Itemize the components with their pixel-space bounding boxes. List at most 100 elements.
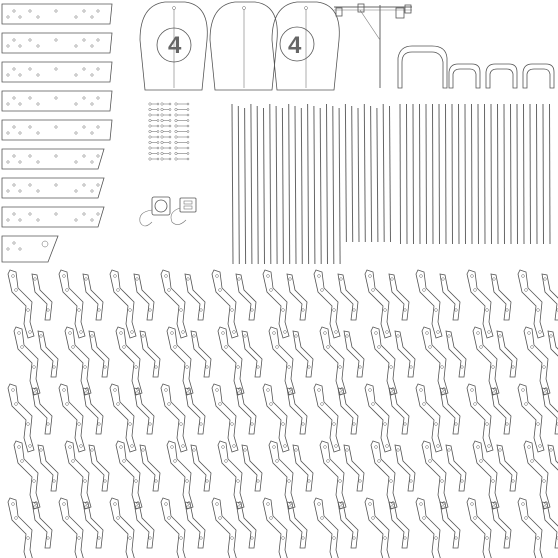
lever-link	[496, 444, 518, 492]
lever-link	[160, 269, 188, 339]
rod	[351, 105, 354, 243]
bolt	[174, 124, 190, 128]
rod	[445, 103, 447, 245]
lever-link	[439, 273, 461, 321]
rail-plate	[1, 119, 113, 141]
rod	[438, 103, 440, 245]
lever-link	[517, 269, 545, 339]
rod	[451, 103, 453, 245]
lever-link	[472, 326, 500, 396]
lever-link	[394, 444, 416, 492]
lever-link	[262, 269, 290, 339]
rod	[477, 103, 479, 245]
lever-link	[31, 387, 53, 435]
lever-link	[319, 440, 347, 510]
lever-link	[133, 273, 155, 321]
rod	[363, 103, 366, 243]
lever-link	[241, 444, 263, 492]
lever-link	[109, 497, 135, 558]
lever-link	[133, 501, 155, 549]
rod	[497, 103, 499, 245]
rods-group	[231, 103, 551, 265]
lever-link	[109, 383, 137, 453]
lever-link	[190, 444, 212, 492]
rod	[536, 103, 538, 245]
lever-link	[184, 501, 206, 549]
lever-link	[445, 330, 467, 378]
rod	[503, 103, 505, 245]
bolt	[174, 141, 190, 144]
lever-link	[235, 273, 257, 321]
lever-link	[115, 440, 143, 510]
lever-link	[292, 330, 314, 378]
lever-link	[82, 501, 104, 549]
rod	[326, 103, 328, 265]
lever-link	[415, 383, 443, 453]
rail-plate	[1, 235, 59, 263]
lever-link	[7, 497, 33, 558]
lever-link	[394, 330, 416, 378]
lever-link	[184, 273, 206, 321]
rod	[313, 105, 316, 265]
lever-link	[472, 440, 500, 510]
rod	[432, 103, 434, 245]
lever-link	[364, 269, 392, 339]
rod	[389, 105, 391, 243]
lever-link	[415, 269, 443, 339]
lever-link	[415, 497, 441, 558]
rod	[471, 103, 473, 245]
lever-link	[541, 273, 558, 321]
rod	[425, 103, 427, 245]
lever-link	[337, 501, 359, 549]
lever-link	[517, 383, 545, 453]
rod	[263, 107, 265, 265]
lever-link	[64, 440, 92, 510]
lever-link	[466, 383, 494, 453]
lever-link	[343, 444, 365, 492]
lever-link	[286, 273, 308, 321]
lever-link	[235, 387, 257, 435]
lever-link	[292, 444, 314, 492]
lever-link	[466, 497, 492, 558]
lever-link	[160, 497, 186, 558]
rod	[549, 103, 551, 245]
rod	[458, 103, 460, 245]
bolt	[148, 119, 160, 122]
lever-link	[337, 273, 359, 321]
bolt	[148, 146, 160, 150]
rod	[288, 103, 291, 265]
rod	[490, 103, 492, 245]
rod	[332, 105, 335, 265]
lever-link	[388, 273, 410, 321]
lever-link	[370, 440, 398, 510]
rod	[319, 107, 322, 265]
bolt	[174, 102, 190, 106]
rod	[338, 107, 341, 265]
lever-link	[37, 330, 59, 378]
rod	[250, 103, 253, 265]
lever-link	[88, 444, 110, 492]
bolt	[148, 135, 160, 139]
rod	[300, 107, 303, 265]
rail-plate	[1, 32, 113, 54]
seat-back-2	[209, 1, 278, 91]
lever-link	[388, 387, 410, 435]
lever-link	[13, 440, 41, 510]
bolt	[160, 152, 172, 155]
lever-link	[139, 330, 161, 378]
rod	[412, 103, 414, 245]
bolt	[160, 108, 172, 111]
lever-link	[115, 326, 143, 396]
lever-link	[160, 383, 188, 453]
lever-link	[211, 269, 239, 339]
lever-link	[490, 273, 512, 321]
lever-link	[286, 501, 308, 549]
bolt	[148, 130, 160, 133]
bolt	[160, 157, 172, 161]
bolt	[174, 113, 190, 117]
rod	[484, 103, 486, 245]
lever-link	[217, 326, 245, 396]
bolt	[174, 152, 190, 155]
controller-parts	[139, 196, 197, 227]
